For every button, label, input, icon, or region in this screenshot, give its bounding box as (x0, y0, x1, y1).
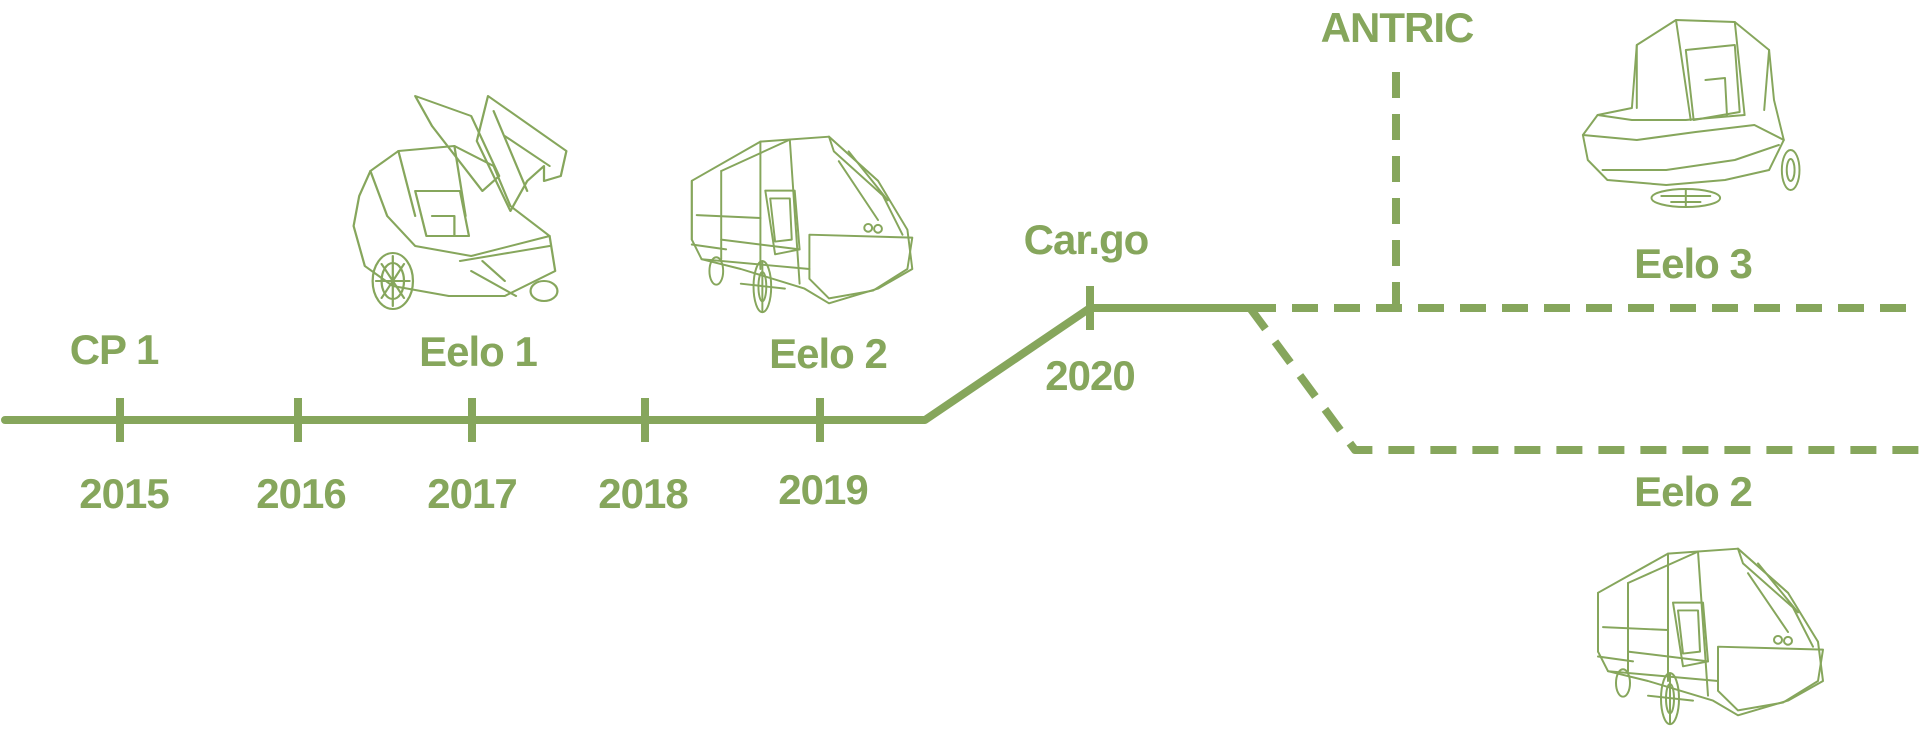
milestone-label-cp1: CP 1 (70, 326, 159, 373)
year-label-2016: 2016 (256, 470, 345, 517)
year-ticks (116, 286, 1094, 442)
year-label-2017: 2017 (427, 470, 516, 517)
cargo-trike-icon (1597, 547, 1824, 726)
milestone-label-eelo1: Eelo 1 (419, 328, 537, 375)
year-label-2019: 2019 (778, 466, 867, 513)
milestone-label-eelo2: Eelo 2 (769, 330, 887, 377)
gullwing-vehicle-icon (352, 94, 568, 311)
timeline-main-line (1, 304, 1254, 424)
branch-label-eelo2: Eelo 2 (1634, 468, 1752, 515)
branch-label-antric: ANTRIC (1321, 4, 1474, 51)
cargo-trike-icon (690, 135, 914, 314)
branch-label-eelo3: Eelo 3 (1634, 240, 1752, 287)
year-label-2018: 2018 (598, 470, 688, 517)
year-label-2015: 2015 (79, 470, 169, 517)
timeline-branch-bottom (1246, 305, 1920, 454)
year-label-2020: 2020 (1045, 352, 1134, 399)
enclosed-pod-icon (1581, 19, 1801, 208)
milestone-label-cargo: Car.go (1024, 216, 1149, 263)
